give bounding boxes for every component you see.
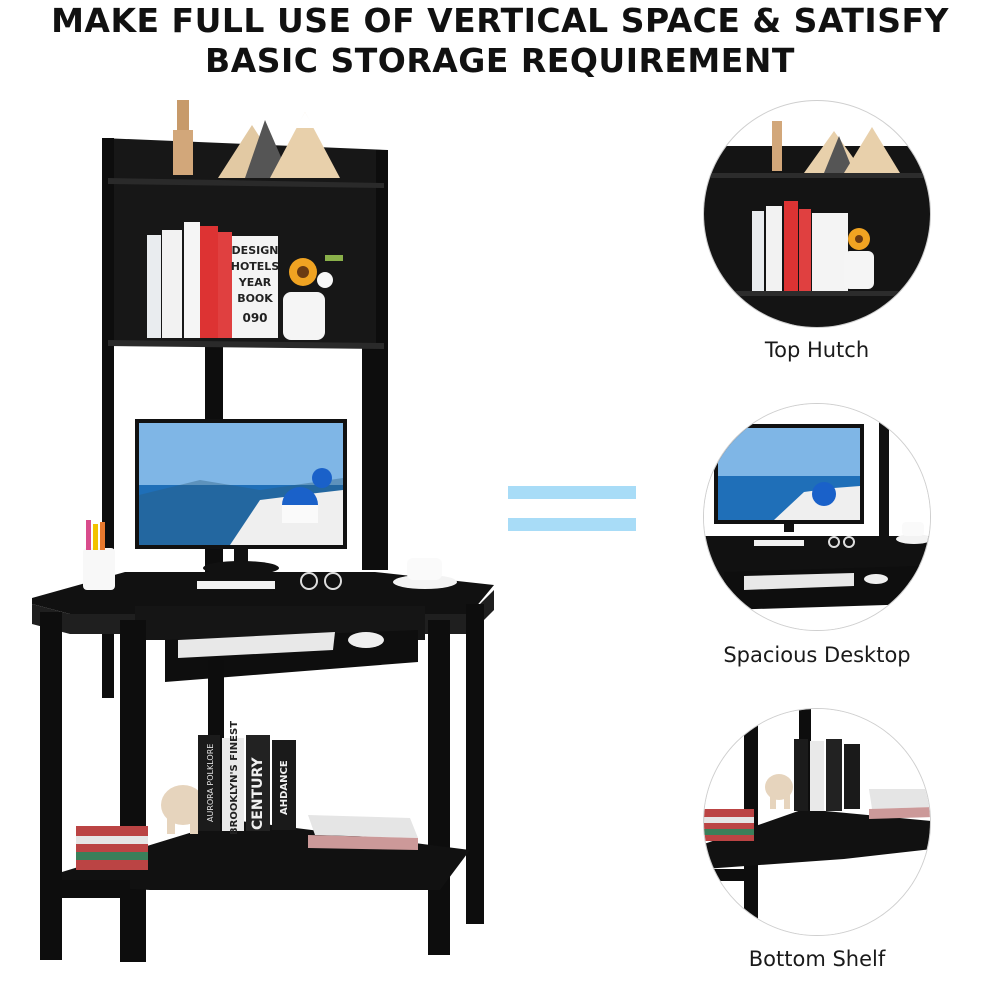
headline-line-2: BASIC STORAGE REQUIREMENT [205,41,795,80]
magazine-stack [76,826,148,870]
desk-top [32,572,494,614]
saucer [393,575,457,589]
bottom-shelf-detail-icon [704,709,930,935]
feature-caption-desktop: Spacious Desktop [723,643,911,667]
front-right-leg [428,620,450,955]
coffee-cup [407,558,442,580]
corner-desk-illustration: DESIGN HOTELS YEAR BOOK 090 [0,80,520,1000]
design-hotels-book [232,236,278,338]
shelf-book [246,735,270,831]
keyboard [178,632,335,658]
hutch-book [147,235,161,338]
flower-vase [283,292,325,340]
book-title-line: DESIGN [232,244,279,257]
spine-label: AHDANCE [279,760,290,815]
top-hutch-detail-icon [704,121,930,327]
feature-circle-bottom-shelf [703,708,931,936]
lying-books [308,815,418,838]
feature-circle-desktop [703,403,931,631]
front-left-leg [40,612,62,960]
shelf-book [272,740,296,830]
spine-label: AURORA POLKLORE [206,744,215,822]
wooden-mountain-2 [270,112,340,178]
glasses [300,572,318,590]
hutch-inner-post [362,345,382,570]
feature-caption-top-hutch: Top Hutch [764,338,870,362]
spine-label: BROOKLYN'S FINEST [229,721,240,835]
pen-holder [83,548,115,590]
hutch-middle-shelf [108,340,384,349]
mouse [348,632,384,648]
feature-caption-bottom-shelf: Bottom Shelf [748,947,886,971]
headline-line-1: MAKE FULL USE OF VERTICAL SPACE & SATISF… [51,1,949,40]
equals-bar-top [508,486,636,499]
spine-label: CENTURY [250,757,266,830]
book-title-line: 090 [242,311,267,325]
shelf-book [222,738,244,831]
hutch-top-shelf [108,178,384,188]
book-title-line: YEAR [238,276,272,289]
feature-circle-top-hutch [703,100,931,328]
monitor-stand [203,561,279,575]
equals-bar-bottom [508,518,636,531]
shelf-book [198,735,220,831]
phone [197,581,275,589]
back-right-leg [466,604,484,924]
front-middle-leg [120,620,146,962]
equals-sign [508,486,636,532]
desktop-detail-icon [704,404,930,630]
book-title-line: HOTELS [231,260,280,273]
book-title-line: BOOK [237,292,273,305]
